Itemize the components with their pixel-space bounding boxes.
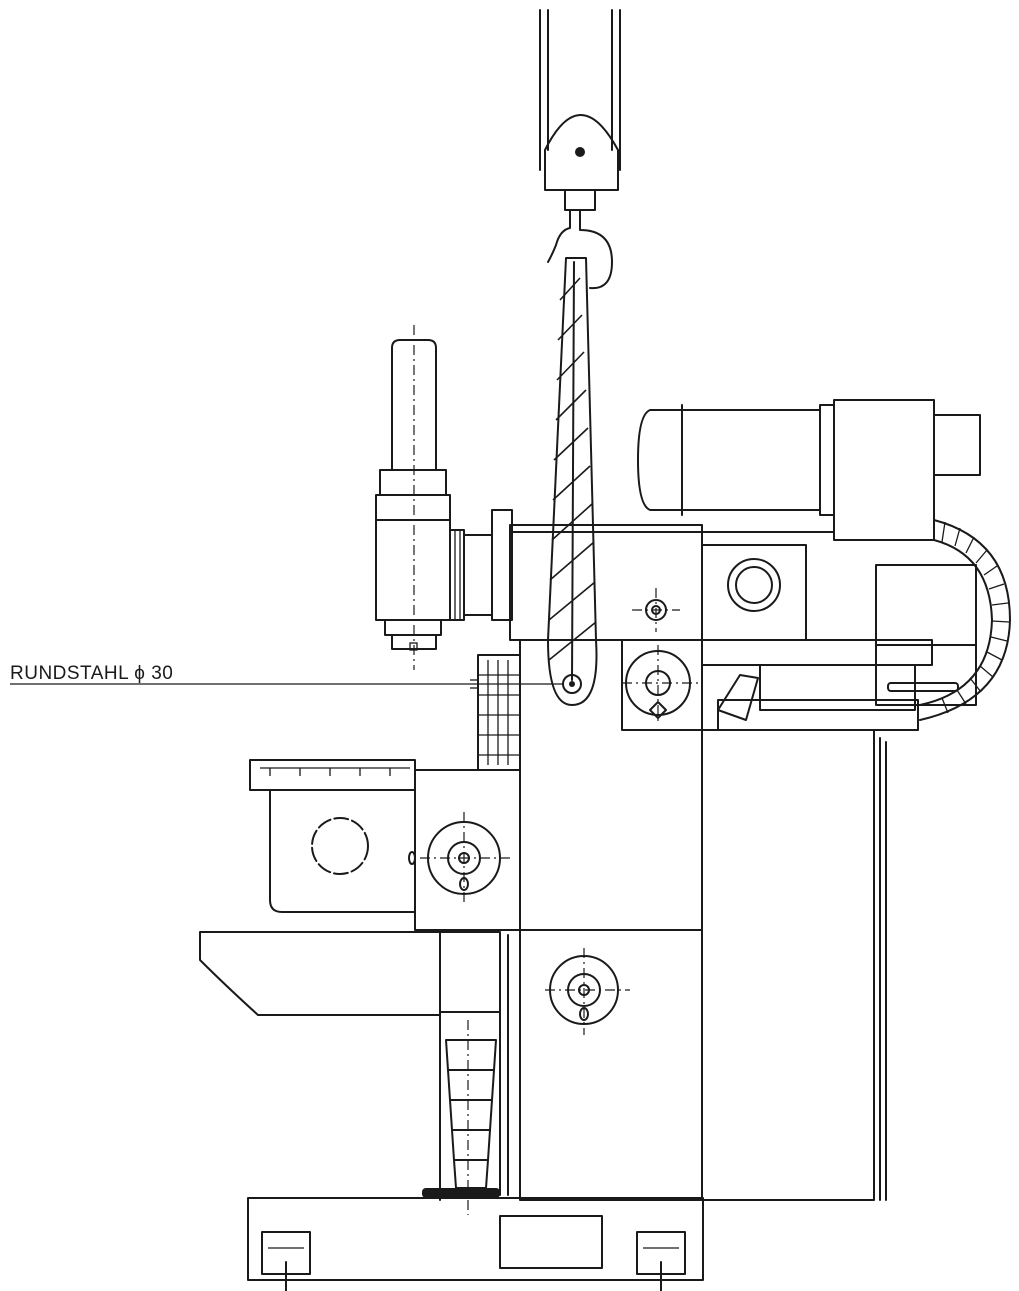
telescopic-elevating-screw [422,1011,500,1215]
round-steel-annotation: RUNDSTAHL ϕ 30 [10,663,563,685]
machine-column [519,639,887,1201]
rundstahl-label: RUNDSTAHL ϕ 30 [10,663,173,684]
machine-base [247,1197,704,1291]
spindle-motor [509,399,981,541]
crane-hook-assembly [539,9,621,290]
gear-drive-assembly [717,519,1011,731]
column-rack [470,654,521,771]
vertical-head-attachment [375,325,513,670]
knee-and-table [199,759,521,1196]
lifting-sling [547,257,598,706]
